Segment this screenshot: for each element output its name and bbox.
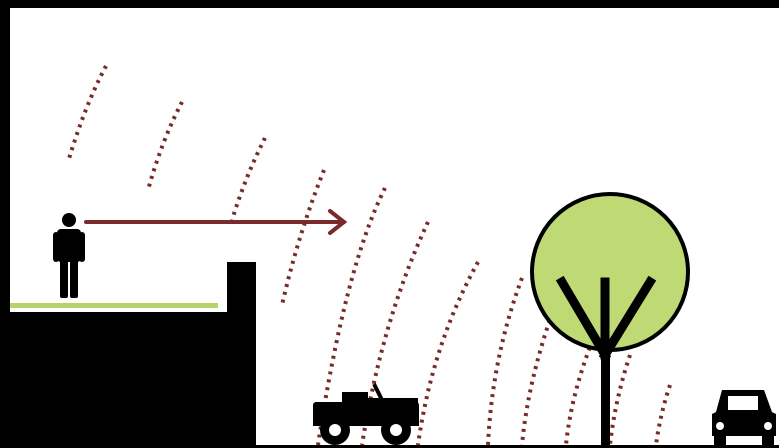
noise-wave: [146, 101, 184, 191]
building-body: [0, 312, 256, 448]
tree-icon: [530, 192, 690, 445]
noise-wave: [608, 354, 632, 446]
person-icon: [53, 213, 85, 298]
noise-wave: [654, 384, 672, 446]
jeep-icon: [313, 383, 419, 445]
tree-canopy: [530, 192, 690, 352]
tree-trunk: [601, 345, 610, 445]
roof-green-strip: [10, 303, 218, 308]
noise-wave: [230, 137, 267, 221]
arrow-right-icon: [84, 209, 348, 235]
parapet-wall: [227, 262, 256, 314]
noise-wave: [316, 187, 387, 446]
building: [0, 262, 256, 448]
car-icon: [712, 390, 776, 446]
noise-wave: [66, 65, 108, 163]
tree-branches: [555, 275, 657, 362]
noise-wave: [416, 261, 480, 446]
